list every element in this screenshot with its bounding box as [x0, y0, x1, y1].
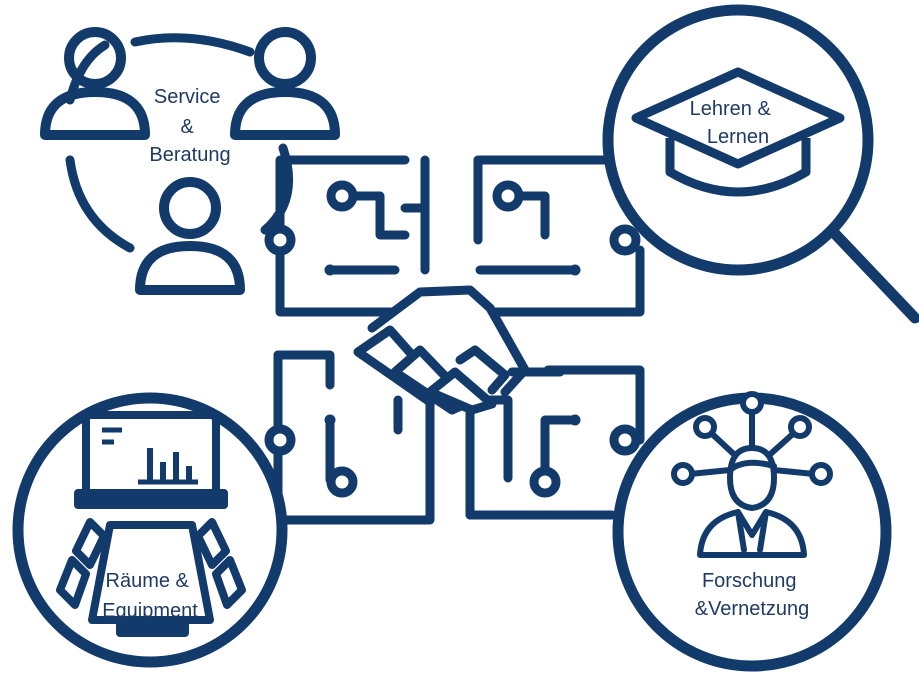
node-service: Service & Beratung: [40, 27, 340, 295]
teaching-label: Lehren & Lernen: [690, 98, 777, 148]
research-label: Forschung &Vernetzung: [695, 570, 810, 620]
node-rooms: Räume & Equipment: [12, 392, 288, 668]
node-teaching: Lehren & Lernen: [602, 4, 919, 324]
circuit-dots: [324, 264, 581, 426]
circuit-pad: [492, 180, 524, 212]
circuit-dot: [324, 414, 336, 426]
people-group-icon: [40, 27, 340, 295]
service-label-line2: &: [181, 116, 195, 138]
research-label-line1: Forschung: [702, 570, 797, 592]
graduation-cap-icon: [631, 67, 845, 197]
circuit-pad: [529, 466, 561, 498]
research-label-line2: &Vernetzung: [695, 598, 810, 620]
circuit-pad: [326, 466, 358, 498]
researcher-network-icon: [671, 391, 833, 558]
circuit-dot: [569, 414, 581, 426]
teaching-label-line2: Lernen: [707, 126, 769, 148]
service-label-line3: Beratung: [149, 144, 230, 166]
teaching-label-line1: Lehren &: [690, 98, 772, 120]
handshake-circuit-icon: [353, 285, 565, 415]
circuit-pad: [609, 224, 641, 256]
circuit-dot: [324, 264, 336, 276]
service-ring: [65, 33, 294, 253]
circuit-pad: [264, 224, 296, 256]
circuit-pad: [609, 424, 641, 456]
circuit-pads: [264, 180, 641, 498]
circuit-pad: [264, 424, 296, 456]
rooms-label: Räume & Equipment: [102, 570, 198, 622]
magnifier-handle: [814, 212, 919, 324]
classroom-screen-icon: [56, 411, 246, 637]
rooms-label-line2: Equipment: [102, 600, 198, 622]
node-research: Forschung &Vernetzung: [612, 391, 892, 672]
circuit-pad: [326, 180, 358, 212]
service-label-line1: Service: [154, 86, 221, 108]
service-label: Service & Beratung: [149, 86, 230, 166]
rooms-label-line1: Räume &: [106, 570, 190, 592]
circuit-dot: [569, 264, 581, 276]
